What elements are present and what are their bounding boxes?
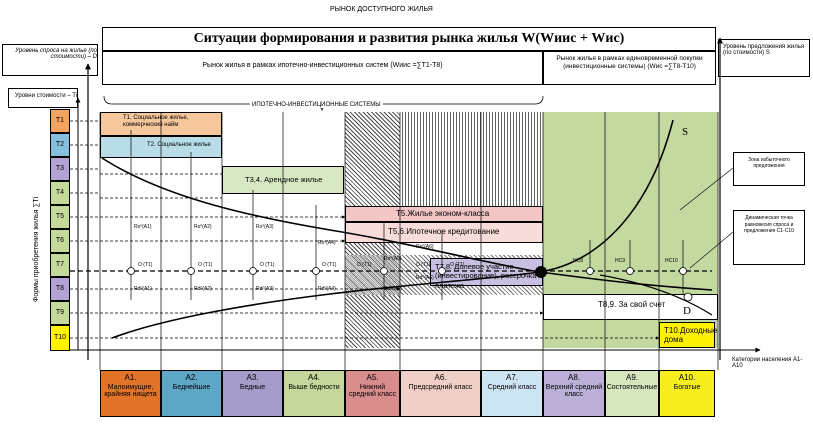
vertical-hatch-zone	[400, 112, 543, 210]
rs-label-a2: Rs⁰(A2)	[194, 224, 212, 230]
level-t10: T10	[50, 325, 70, 351]
demand-label: Уровень спроса на жилье (по стоимости) –…	[15, 48, 97, 60]
category-a6: А6.Предсредний класс	[400, 370, 481, 417]
category-a3: А3.Бедные	[222, 370, 283, 417]
main-title-box: Ситуации формирования и развития рынка ж…	[102, 27, 716, 51]
supply-label-box: Уровень предложения жилья (по стоимости)…	[718, 39, 810, 77]
segment-t5: T5.Жилье эконом-класса	[345, 206, 543, 222]
equilibrium-markers	[127, 267, 693, 302]
level-t9: T9	[50, 301, 70, 325]
rd-label-a4: Rd⁰(A4)	[318, 286, 336, 292]
rs-label-a4: Rs⁰(A4)	[318, 240, 336, 246]
level-t6: T6	[50, 229, 70, 253]
level-t8: T8	[50, 277, 70, 301]
excess-leader	[679, 167, 734, 211]
nc10-label: НС10	[665, 258, 678, 264]
segment-t10: T10.Доходные дома	[659, 322, 717, 348]
level-t7: T7	[50, 253, 70, 277]
category-a9: А9.Состоятельные	[605, 370, 659, 417]
ot-label-6: O (T1)	[416, 262, 431, 268]
ot-label-1: O (T1)	[138, 262, 153, 268]
price-label: Уровни стоимости – Ti	[14, 93, 77, 99]
category-a5: А5.Нижний средний класс	[345, 370, 400, 417]
ot-label-2: O (T1)	[198, 262, 213, 268]
category-a2: А2.Беднейшие	[161, 370, 222, 417]
level-t5: T5	[50, 205, 70, 229]
demand-tail	[599, 274, 713, 316]
nc8-label: НС8	[573, 258, 584, 264]
rd-label-a6: Rd⁰(A6)	[416, 275, 434, 281]
guide-arrows	[100, 215, 660, 340]
category-a10: А10.Богатые	[659, 370, 715, 417]
main-title: Ситуации формирования и развития рынка ж…	[193, 31, 625, 46]
rs-label-a3: Rs⁰(A3)	[256, 224, 274, 230]
iis-brace	[103, 95, 544, 112]
ot-label-4: O (T1)	[322, 262, 337, 268]
level-guides	[70, 120, 222, 339]
ot-label-5: O (T1)	[357, 262, 372, 268]
page-title: РЫНОК ДОСТУПНОГО ЖИЛЬЯ	[330, 6, 433, 13]
subtitle-left: Рынок жилья в рамках ипотечно-инвестицио…	[202, 62, 443, 69]
rd-label-a2: Rd⁰(A2)	[194, 286, 212, 292]
rd-label-a1: Rd⁰(A1)	[134, 286, 152, 292]
ot-label-7: O (T1)	[450, 262, 465, 268]
iis-label: ИПОТЕЧНО-ИНВЕСТИЦИОННЫЕ СИСТЕМЫ	[250, 102, 383, 109]
equilibrium-label-box: Динамическая точка равновесия спроса и п…	[733, 210, 805, 265]
level-t2: T2	[50, 133, 70, 157]
level-t3: T3	[50, 157, 70, 181]
s-curve-label: S	[682, 126, 689, 138]
category-a1: А1.Малоимущие, крайняя нищета	[100, 370, 161, 417]
rs-label-a5: Rs⁰(A5)	[384, 256, 402, 262]
equilibrium-leader	[689, 231, 734, 269]
supply-label: Уровень предложения жилья (по стоимости)…	[723, 44, 805, 56]
category-a4: А4.Выше бедности	[283, 370, 345, 417]
demand-curve	[101, 157, 713, 291]
demand-label-box: Уровень спроса на жилье (по стоимости) –…	[2, 44, 98, 76]
excess-label-box: Зона избыточного предложения	[733, 152, 805, 186]
equilibrium-label: Динамическая точка равновесия спроса и п…	[744, 215, 794, 234]
excess-label: Зона избыточного предложения	[748, 157, 790, 170]
subtitle-right-box: Рынок жилья в рамках единовременной поку…	[543, 51, 716, 85]
supply-curve	[111, 119, 674, 339]
nc9-label: НС9	[615, 258, 626, 264]
rs-label-a6: Rs⁰(A6)	[416, 244, 434, 250]
level-column: T1 T2 T3 T4 T5 T6 T7 T8 T9 T10	[50, 109, 70, 351]
level-t1: T1	[50, 109, 70, 133]
ot-label-3: O (T1)	[260, 262, 275, 268]
rs-label-a1: Rs⁰(A1)	[134, 224, 152, 230]
level-t4: T4	[50, 181, 70, 205]
category-a8: А8.Верхний средний класс	[543, 370, 605, 417]
bottom-axis-label: Категории населения А1-А10	[732, 357, 803, 369]
equilibrium-point	[535, 266, 547, 278]
subtitle-left-box: Рынок жилья в рамках ипотечно-инвестицио…	[102, 51, 543, 85]
category-a7: А7.Средний класс	[481, 370, 543, 417]
subtitle-right: Рынок жилья в рамках единовременной поку…	[556, 55, 703, 70]
rd-label-a3: Rd⁰(A3)	[256, 286, 274, 292]
rd-label-a5: Rd⁰(A5)	[384, 286, 402, 292]
d-curve-label: D	[683, 305, 691, 317]
